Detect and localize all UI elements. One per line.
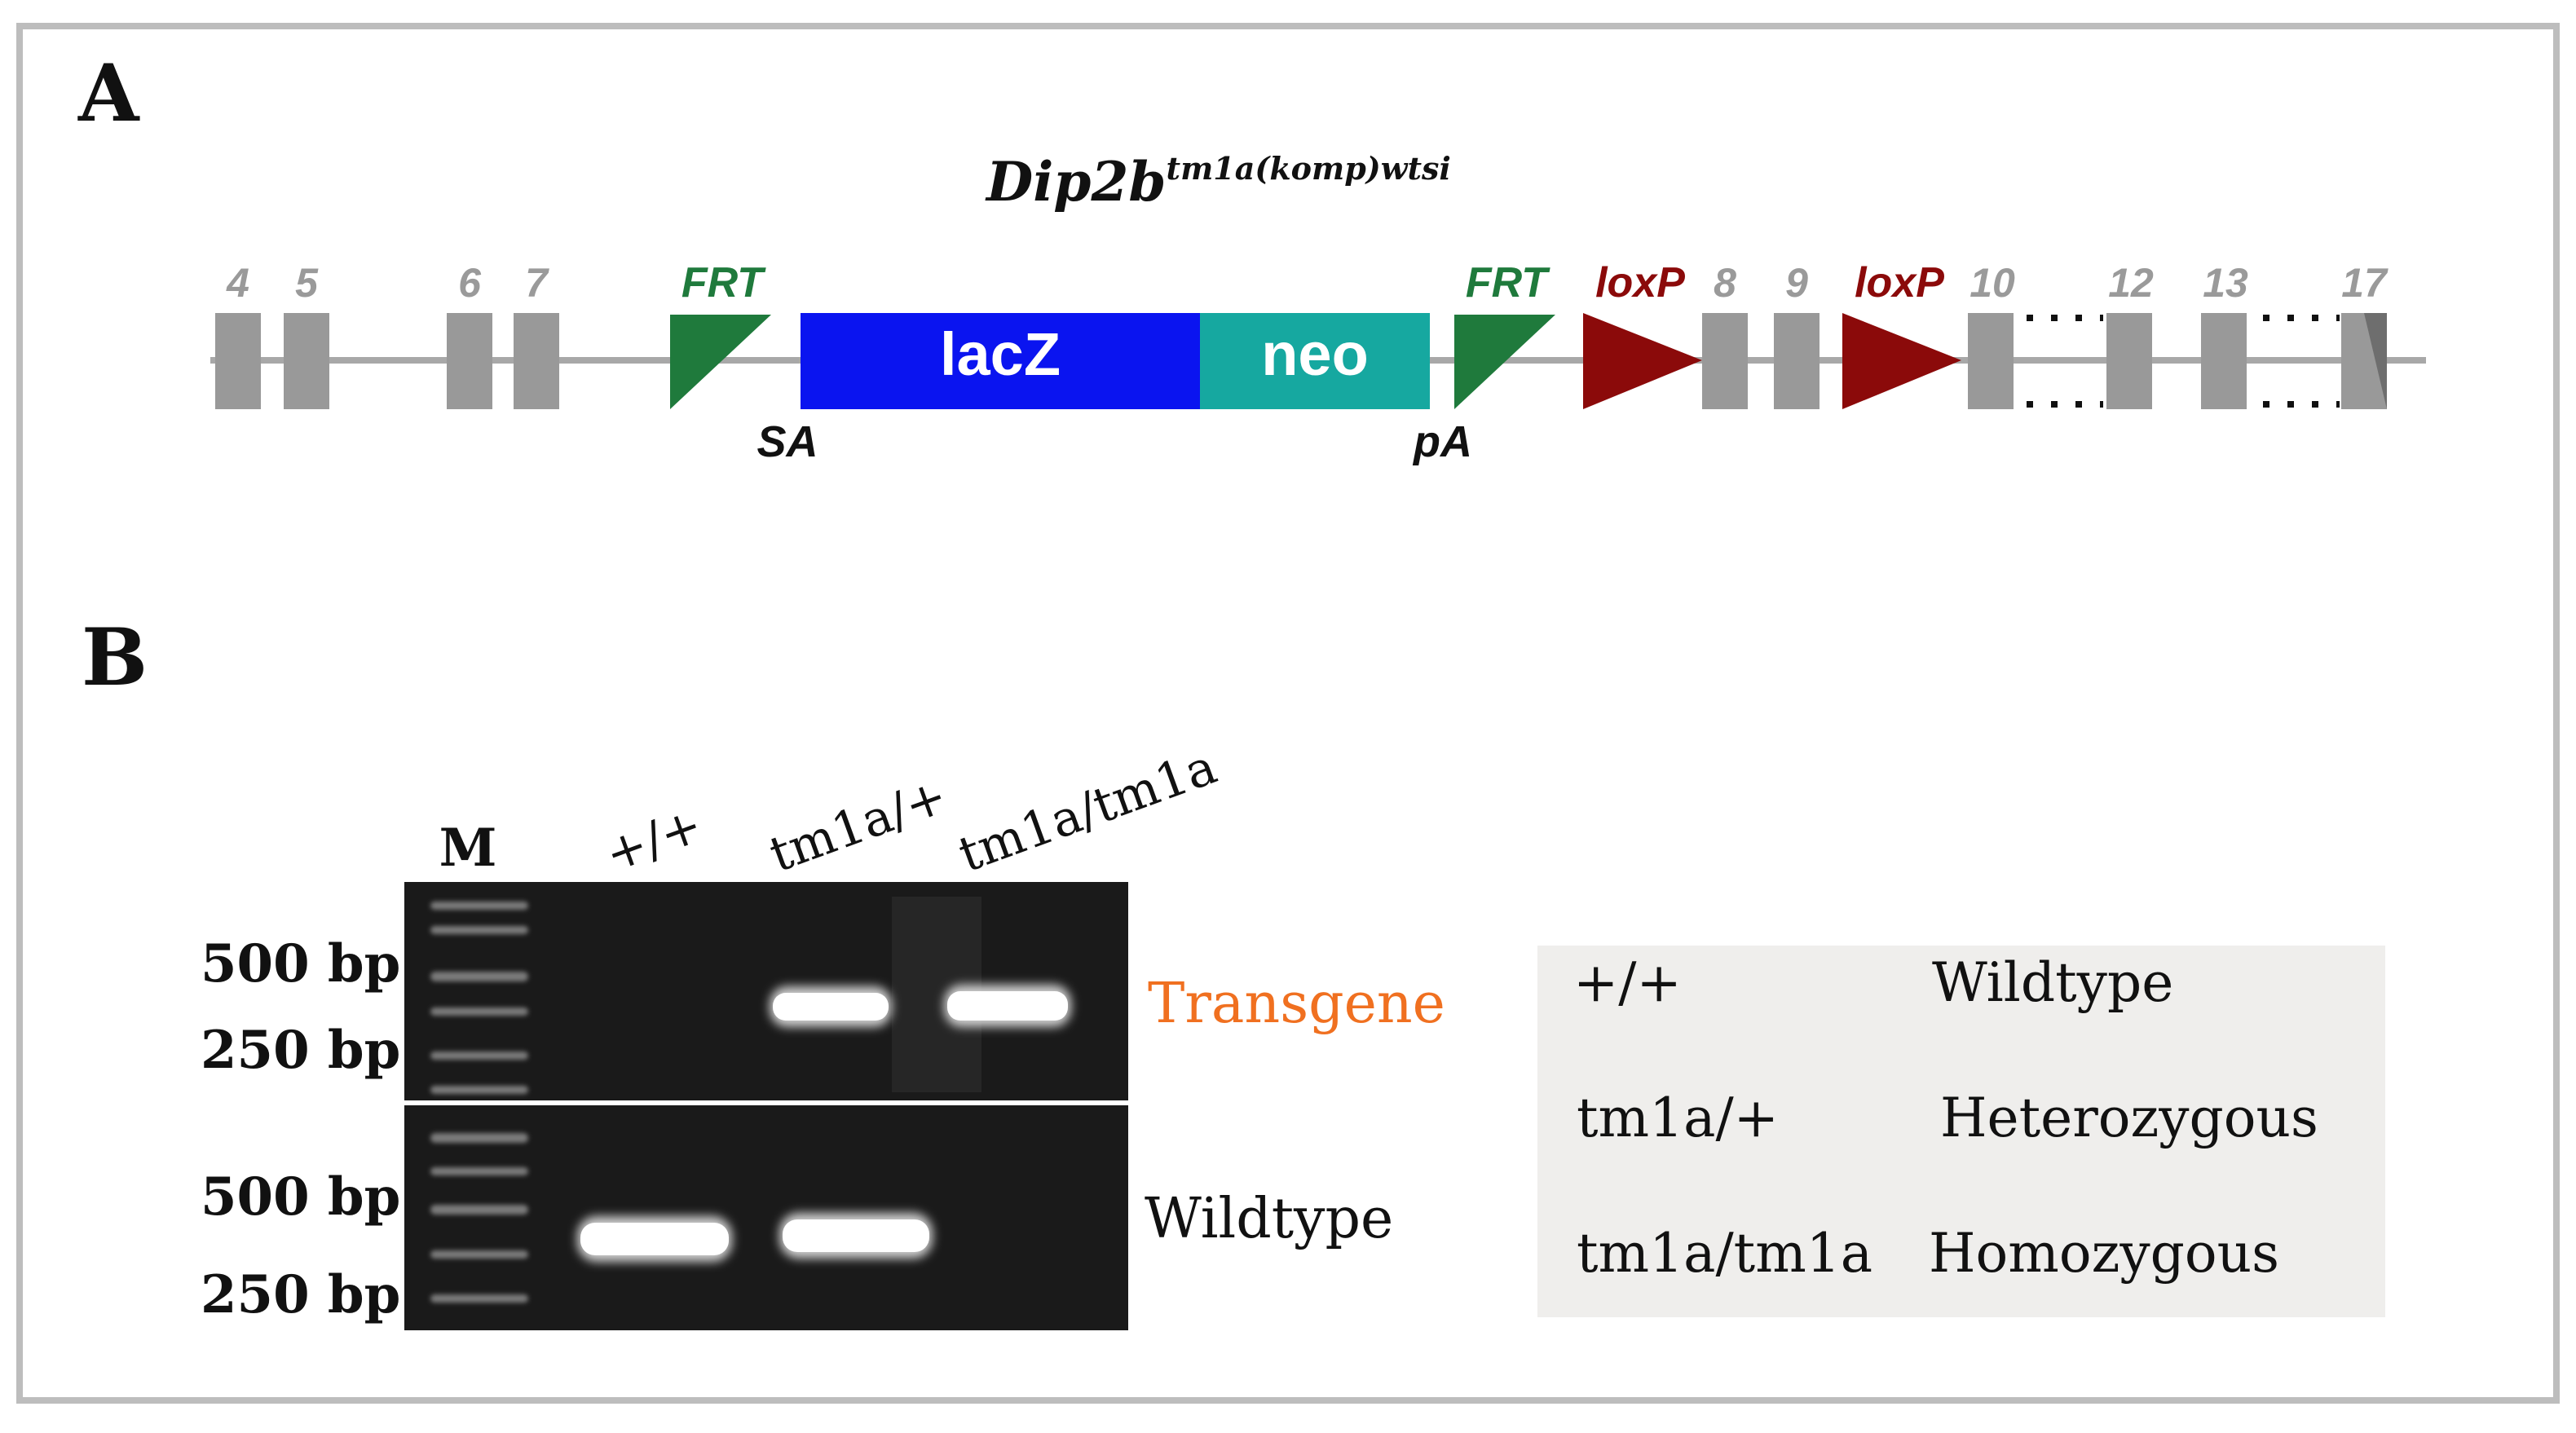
ladder-band bbox=[430, 1133, 528, 1143]
panel-b-letter: B bbox=[82, 611, 148, 703]
exon-label-8: 8 bbox=[1714, 260, 1736, 306]
exon-5 bbox=[284, 313, 329, 409]
frt-label-2: FRT bbox=[1466, 259, 1550, 306]
exon-6 bbox=[447, 313, 492, 409]
band-core bbox=[783, 1219, 929, 1252]
loxp-label-1: loxP bbox=[1595, 259, 1685, 306]
lacz-cassette bbox=[801, 313, 1200, 409]
gel-wildtype-background bbox=[404, 1105, 1128, 1330]
legend-genotype-wildtype: +/+ bbox=[1573, 951, 1682, 1014]
loxp-site-1 bbox=[1583, 313, 1702, 409]
frt-label-1: FRT bbox=[681, 259, 766, 306]
band-core bbox=[580, 1223, 729, 1255]
exon-label-7: 7 bbox=[525, 260, 549, 306]
band-wildtype-wildtype bbox=[577, 1216, 732, 1262]
band-transgene-heterozygous bbox=[770, 986, 892, 1027]
ladder-band bbox=[430, 1250, 528, 1259]
size-label-bottom-500: 500 bp bbox=[201, 1166, 400, 1228]
exon-label-12: 12 bbox=[2108, 260, 2154, 306]
lacz-label: lacZ bbox=[940, 320, 1061, 388]
ladder-band bbox=[430, 1167, 528, 1175]
gel-wildtype bbox=[404, 1105, 1128, 1330]
panel-a-letter: A bbox=[77, 47, 140, 139]
ladder-band bbox=[430, 926, 528, 934]
ladder-band bbox=[430, 1008, 528, 1016]
marker-ladder-top bbox=[430, 902, 528, 1094]
exon-label-5: 5 bbox=[295, 260, 319, 306]
construct-title: Dip2btm1a(komp)wtsi bbox=[985, 150, 1451, 214]
frt-site-2 bbox=[1454, 315, 1555, 409]
exon-4 bbox=[215, 313, 261, 409]
band-core bbox=[947, 991, 1068, 1021]
gel-transgene-label: Transgene bbox=[1148, 972, 1445, 1036]
exon-label-17: 17 bbox=[2341, 260, 2389, 306]
ladder-band bbox=[430, 1052, 528, 1060]
legend-background bbox=[1537, 946, 2385, 1317]
legend-genotype-heterozygous: tm1a/+ bbox=[1577, 1087, 1779, 1149]
gel-transgene bbox=[404, 882, 1128, 1100]
gel-wildtype-label: Wildtype bbox=[1145, 1187, 1393, 1251]
frt-site-1 bbox=[670, 315, 771, 409]
legend-description-homozygous: Homozygous bbox=[1929, 1222, 2279, 1285]
construct-gene-name: Dip2b bbox=[985, 150, 1167, 214]
band-transgene-homozygous bbox=[944, 985, 1071, 1027]
genotype-legend: +/+ Wildtype tm1a/+ Heterozygous tm1a/tm… bbox=[1537, 946, 2385, 1317]
ladder-band bbox=[430, 972, 528, 981]
exon-set bbox=[215, 313, 2387, 409]
panel-a: A Dip2btm1a(komp)wtsi 4 bbox=[77, 47, 2426, 466]
exon-7 bbox=[514, 313, 559, 409]
size-label-top-250: 250 bp bbox=[201, 1020, 400, 1081]
exon-12 bbox=[2106, 313, 2152, 409]
marker-lane-label: M bbox=[439, 818, 497, 879]
exon-label-9: 9 bbox=[1785, 260, 1808, 306]
exon-8 bbox=[1702, 313, 1748, 409]
band-wildtype-heterozygous bbox=[779, 1213, 933, 1259]
band-core bbox=[773, 993, 889, 1021]
splice-acceptor-label: SA bbox=[756, 417, 818, 466]
exon-9 bbox=[1774, 313, 1820, 409]
legend-description-heterozygous: Heterozygous bbox=[1940, 1087, 2318, 1149]
exon-label-6: 6 bbox=[458, 260, 482, 306]
loxp-site-2 bbox=[1842, 313, 1961, 409]
legend-genotype-homozygous: tm1a/tm1a bbox=[1577, 1222, 1872, 1285]
exon-label-13: 13 bbox=[2203, 260, 2248, 306]
loxp-label-2: loxP bbox=[1855, 259, 1944, 306]
exon-label-10: 10 bbox=[1969, 260, 2015, 306]
exon-10 bbox=[1968, 313, 2014, 409]
ladder-band bbox=[430, 902, 528, 910]
exon-13 bbox=[2201, 313, 2247, 409]
ladder-band bbox=[430, 1086, 528, 1094]
neo-cassette bbox=[1200, 313, 1430, 409]
size-label-bottom-250: 250 bp bbox=[201, 1264, 400, 1325]
neo-label: neo bbox=[1261, 320, 1369, 388]
construct-allele-superscript: tm1a(komp)wtsi bbox=[1167, 150, 1451, 187]
exon-17-shading bbox=[2364, 313, 2387, 409]
marker-ladder-bottom bbox=[430, 1133, 528, 1303]
ladder-band bbox=[430, 1294, 528, 1303]
legend-description-wildtype: Wildtype bbox=[1932, 951, 2173, 1014]
ladder-band bbox=[430, 1205, 528, 1215]
size-label-top-500: 500 bp bbox=[201, 933, 400, 994]
polya-label: pA bbox=[1412, 417, 1472, 466]
exon-label-4: 4 bbox=[226, 260, 249, 306]
